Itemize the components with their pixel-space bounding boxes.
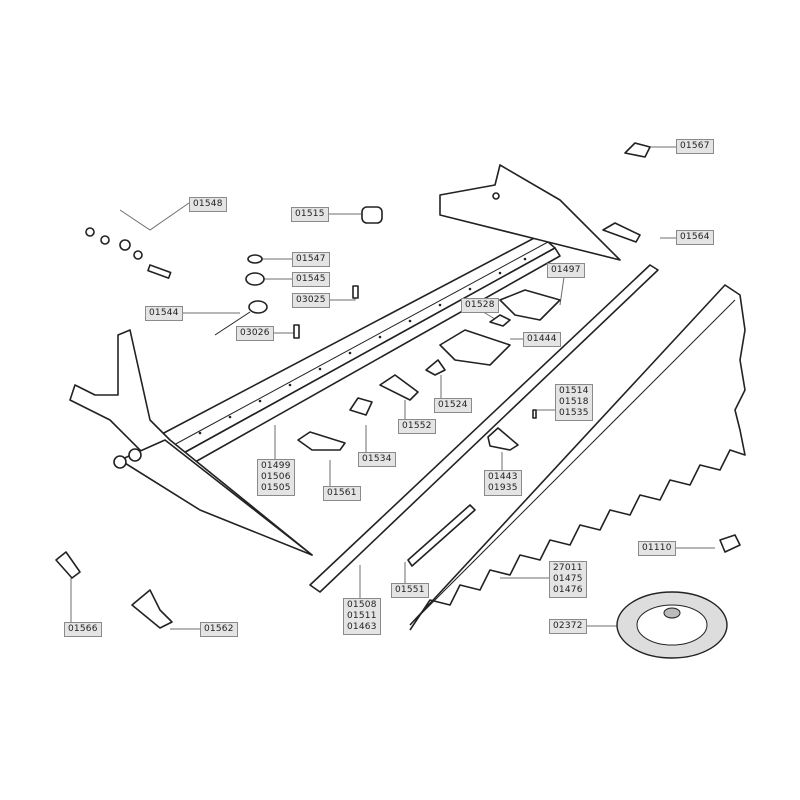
small-parts	[55, 142, 741, 629]
part-number: 01544	[149, 308, 179, 318]
part-label-01562[interactable]: 01562	[200, 622, 238, 637]
part-number: 01475	[553, 574, 583, 584]
part-number: 01567	[680, 141, 710, 151]
part-number: 01515	[295, 209, 325, 219]
part-number: 01524	[438, 400, 468, 410]
part-label-01534[interactable]: 01534	[358, 452, 396, 467]
part-number: 01443	[488, 472, 518, 482]
part-number: 01561	[327, 488, 357, 498]
inner-shoe	[69, 329, 313, 556]
part-number: 01534	[362, 454, 392, 464]
part-number: 01463	[347, 622, 377, 632]
part-label-01561[interactable]: 01561	[323, 486, 361, 501]
knife-sickle	[409, 284, 746, 631]
outer-shoe	[439, 164, 621, 261]
part-label-01551[interactable]: 01551	[391, 583, 429, 598]
part-label-01548[interactable]: 01548	[189, 197, 227, 212]
part-number: 01110	[642, 543, 672, 553]
part-number: 01548	[193, 199, 223, 209]
part-number: 03025	[296, 295, 326, 305]
part-number: 01476	[553, 585, 583, 595]
part-number: 27011	[553, 563, 583, 573]
part-label-01497[interactable]: 01497	[547, 263, 585, 278]
part-number: 01562	[204, 624, 234, 634]
part-label-01514-group[interactable]: 01514 01518 01535	[555, 384, 593, 421]
part-label-01528[interactable]: 01528	[461, 298, 499, 313]
part-label-01443-group[interactable]: 01443 01935	[484, 470, 522, 496]
part-number: 01444	[527, 334, 557, 344]
part-number: 01551	[395, 585, 425, 595]
part-label-01499-group[interactable]: 01499 01506 01505	[257, 459, 295, 496]
part-number: 01511	[347, 611, 377, 621]
part-label-01547[interactable]: 01547	[292, 252, 330, 267]
part-label-01545[interactable]: 01545	[292, 272, 330, 287]
part-label-01567[interactable]: 01567	[676, 139, 714, 154]
part-label-01508-group[interactable]: 01508 01511 01463	[343, 598, 381, 635]
part-label-01515[interactable]: 01515	[291, 207, 329, 222]
knife-back-bar	[309, 264, 659, 593]
part-number: 01528	[465, 300, 495, 310]
part-label-01444[interactable]: 01444	[523, 332, 561, 347]
part-label-03025[interactable]: 03025	[292, 293, 330, 308]
part-number: 01499	[261, 461, 291, 471]
part-number: 01535	[559, 408, 589, 418]
part-label-01566[interactable]: 01566	[64, 622, 102, 637]
part-number: 01508	[347, 600, 377, 610]
part-number: 01506	[261, 472, 291, 482]
part-number: 01552	[402, 421, 432, 431]
part-number: 01935	[488, 483, 518, 493]
part-number: 01497	[551, 265, 581, 275]
part-number: 01514	[559, 386, 589, 396]
part-label-01110[interactable]: 01110	[638, 541, 676, 556]
part-label-01524[interactable]: 01524	[434, 398, 472, 413]
part-label-03026[interactable]: 03026	[236, 326, 274, 341]
clutch-disc	[616, 591, 728, 659]
part-number: 01564	[680, 232, 710, 242]
part-number: 01566	[68, 624, 98, 634]
part-number: 01545	[296, 274, 326, 284]
part-number: 01547	[296, 254, 326, 264]
part-number: 01518	[559, 397, 589, 407]
part-label-27011-group[interactable]: 27011 01475 01476	[549, 561, 587, 598]
part-label-02372[interactable]: 02372	[549, 619, 587, 634]
part-label-01564[interactable]: 01564	[676, 230, 714, 245]
part-number: 03026	[240, 328, 270, 338]
part-label-01544[interactable]: 01544	[145, 306, 183, 321]
part-number: 02372	[553, 621, 583, 631]
part-number: 01505	[261, 483, 291, 493]
part-label-01552[interactable]: 01552	[398, 419, 436, 434]
